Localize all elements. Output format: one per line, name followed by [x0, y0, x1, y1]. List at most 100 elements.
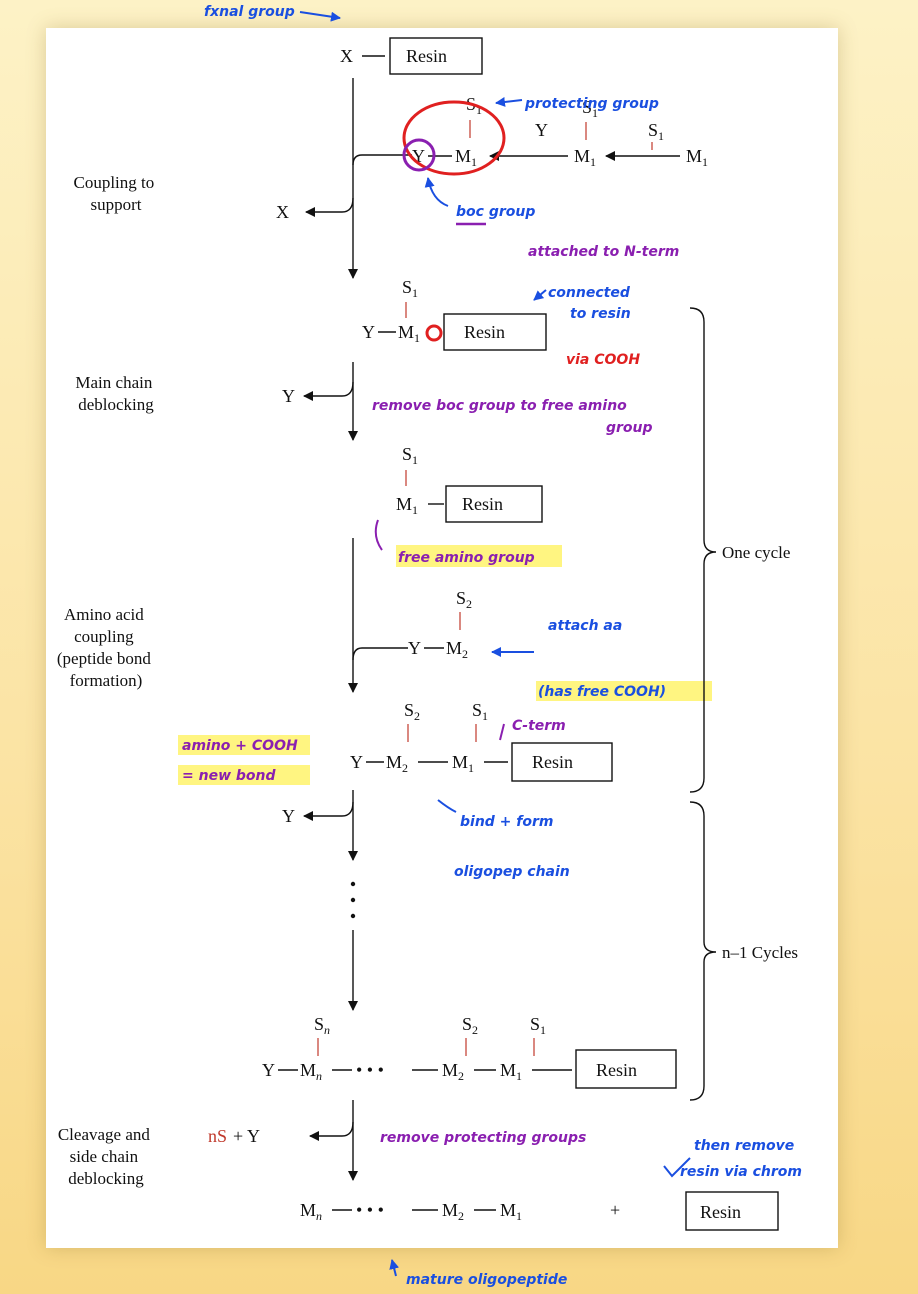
resin-box: [389, 37, 483, 75]
ann-arrow: [533, 289, 547, 301]
ann-bind-form: bind + form: [460, 814, 554, 830]
y-4: Y: [350, 752, 363, 772]
y-over-arrow: Y: [535, 120, 548, 140]
ann-check: [663, 1157, 691, 1178]
resin-label: Resin: [406, 46, 447, 66]
highlight-new-bond: [178, 765, 310, 785]
ann-arrow: [424, 177, 449, 207]
ann-protecting-group: protecting group: [524, 96, 659, 112]
y-3: Y: [408, 638, 421, 658]
y-release-curve: [303, 801, 354, 821]
s1-b: S1: [582, 97, 598, 120]
s1-g: S1: [530, 1014, 546, 1037]
m1-g: M1: [500, 1060, 522, 1083]
s1-d: S1: [402, 277, 418, 300]
resin-label: Resin: [462, 494, 503, 514]
y-2: Y: [362, 322, 375, 342]
ann-connected: connected: [548, 285, 631, 301]
ns-released: nS+ Y: [208, 1126, 260, 1146]
brace-n-cycles: [689, 801, 717, 1101]
y-released-2: Y: [282, 806, 295, 826]
step-aa-coupling: Amino acid coupling (peptide bond format…: [57, 605, 155, 690]
ann-mature: mature oligopeptide: [406, 1272, 567, 1288]
resin-label: Resin: [532, 752, 573, 772]
x-released: X: [276, 202, 289, 222]
ann-arrow: [499, 723, 505, 741]
ns-release-curve: [309, 1121, 354, 1141]
ann-remove-boc: remove boc group to free amino group: [372, 398, 653, 436]
ann-then-remove: then remove: [694, 1138, 794, 1154]
m1-b: M1: [574, 146, 596, 169]
ellipsis-dot: [350, 897, 356, 903]
plus-final: +: [610, 1200, 620, 1220]
ann-attach-aa: attach aa: [548, 618, 622, 634]
ann-free-amino: free amino group: [398, 550, 535, 566]
ann-resin-chrom: resin via chrom: [680, 1164, 802, 1180]
ann-boc-group: boc group: [456, 204, 535, 220]
y-release-curve: [303, 381, 354, 401]
ann-remove-protecting: remove protecting groups: [380, 1130, 586, 1146]
ann-arrow: [374, 519, 383, 551]
resin-label: Resin: [596, 1060, 637, 1080]
resin-box: [685, 1191, 779, 1231]
step-coupling-support: Coupling to support: [73, 173, 158, 214]
step-main-chain: Main chain deblocking: [75, 373, 156, 414]
resin-box: [511, 742, 613, 782]
ann-has-cooh: (has free COOH): [538, 684, 666, 700]
m1-d: M1: [398, 322, 420, 345]
mn: Mn: [300, 1060, 322, 1083]
ann-attached-n-term: attached to N-term: [528, 244, 679, 260]
resin-label: Resin: [700, 1202, 741, 1222]
ellipsis-dot: [350, 913, 356, 919]
s2-a: S2: [456, 588, 472, 611]
s2-b: S2: [404, 700, 420, 723]
m2-c: M2: [442, 1060, 464, 1083]
ann-via-cooh: via COOH: [566, 352, 640, 368]
branch-curve: [352, 154, 412, 166]
figure-panel: [46, 28, 838, 1248]
highlight-amino-cooh: [178, 735, 310, 755]
red-circle-protecting: [402, 100, 506, 176]
s1-f: S1: [472, 700, 488, 723]
sn: Sn: [314, 1014, 330, 1037]
ann-fxnal-group: fxnal group: [204, 4, 295, 20]
y-released: Y: [282, 386, 295, 406]
dots: • • •: [356, 1060, 384, 1080]
dots-final: • • •: [356, 1200, 384, 1220]
ann-arrow: [495, 97, 523, 107]
m2-b: M2: [386, 752, 408, 775]
ellipsis-dot: [350, 881, 356, 887]
s2-c: S2: [462, 1014, 478, 1037]
ann-oligopep-chain: oligopep chain: [454, 864, 570, 880]
resin-box: [445, 485, 543, 523]
ann-arrow: [389, 1259, 400, 1277]
m1-final: M1: [500, 1200, 522, 1223]
brace-label-n-cycles: n–1 Cycles: [722, 943, 798, 962]
purple-circle-boc: [402, 138, 436, 172]
red-circle-bond: [425, 324, 443, 342]
x-release-curve: [305, 197, 354, 217]
s1-e: S1: [402, 444, 418, 467]
m1-a: M1: [455, 146, 477, 169]
ann-c-term: C-term: [512, 718, 566, 734]
y-5: Y: [262, 1060, 275, 1080]
ann-amino-cooh: amino + COOH = new bond: [182, 738, 303, 784]
ann-arrow: [437, 799, 457, 813]
x-label-top: X: [340, 46, 353, 66]
m1-c: M1: [686, 146, 708, 169]
ann-arrow: [299, 11, 341, 22]
step-cleavage: Cleavage and side chain deblocking: [58, 1125, 154, 1188]
m2-final: M2: [442, 1200, 464, 1223]
highlight-has-cooh: [536, 681, 712, 701]
mn-final: Mn: [300, 1200, 322, 1223]
m1-e: M1: [396, 494, 418, 517]
ann-to-resin: to resin: [570, 306, 631, 322]
highlight-free-amino: [396, 545, 562, 567]
m1-f: M1: [452, 752, 474, 775]
resin-label: Resin: [464, 322, 505, 342]
resin-box: [575, 1049, 677, 1089]
brace-label-one-cycle: One cycle: [722, 543, 790, 562]
s1-c: S1: [648, 120, 664, 143]
brace-one-cycle: [689, 307, 717, 793]
